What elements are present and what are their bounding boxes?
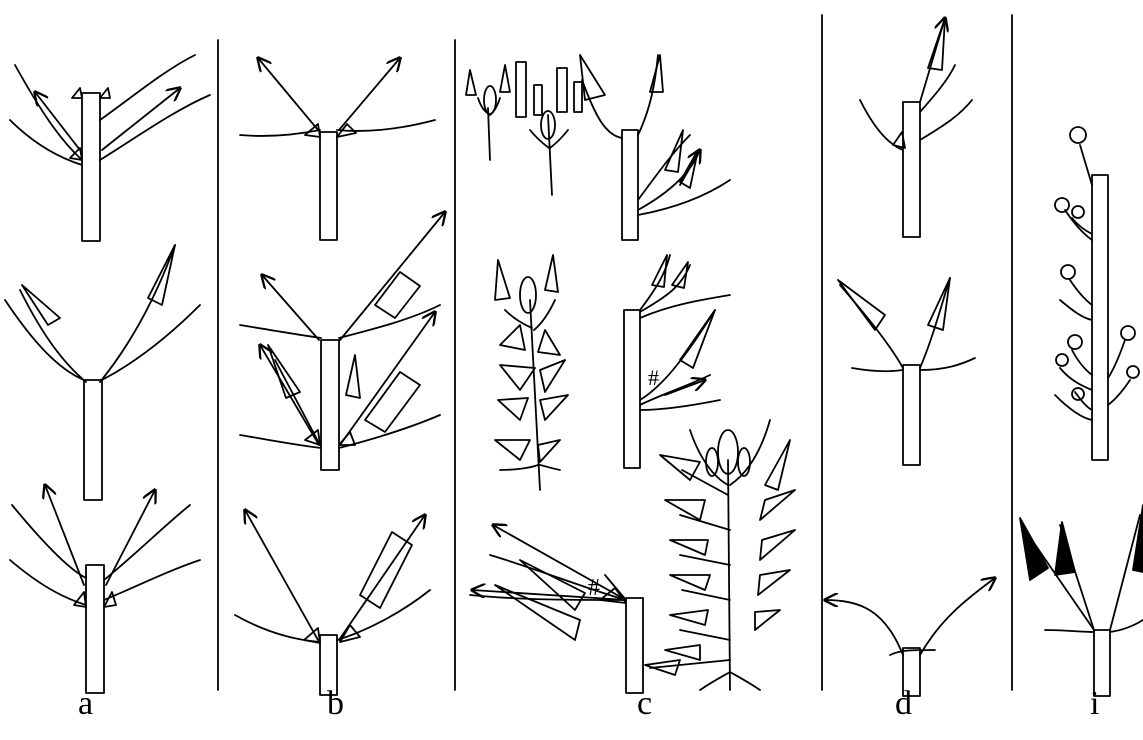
panel-b-bottom — [235, 510, 430, 695]
panel-c-mid-left — [495, 255, 568, 490]
panel-d-bottom — [825, 578, 995, 696]
panel-d-top — [860, 18, 972, 237]
panel-c-mid-right: # — [624, 255, 730, 468]
panel-label-b: b — [327, 687, 344, 721]
panel-label-d: d — [895, 687, 912, 721]
cross-mark: # — [648, 365, 659, 390]
cross-mark: # — [588, 575, 600, 601]
panel-b-top — [240, 58, 435, 240]
panel-b-mid — [240, 212, 445, 470]
panel-a-mid — [5, 245, 200, 500]
panel-d-mid — [838, 278, 975, 465]
panel-c-top-right — [580, 55, 730, 240]
panel-a-top — [10, 55, 210, 241]
panel-label-a: a — [78, 687, 93, 721]
panel-i-bottom — [1020, 505, 1143, 696]
panel-label-c: c — [637, 687, 652, 721]
panel-c-small-inflorescences — [466, 62, 582, 195]
panel-i-raceme — [1055, 127, 1139, 460]
panel-a-bottom — [10, 485, 200, 693]
panel-c-bottom-right — [645, 420, 795, 690]
panel-label-i: i — [1090, 687, 1099, 721]
panel-c-bottom-left: # — [470, 525, 643, 693]
